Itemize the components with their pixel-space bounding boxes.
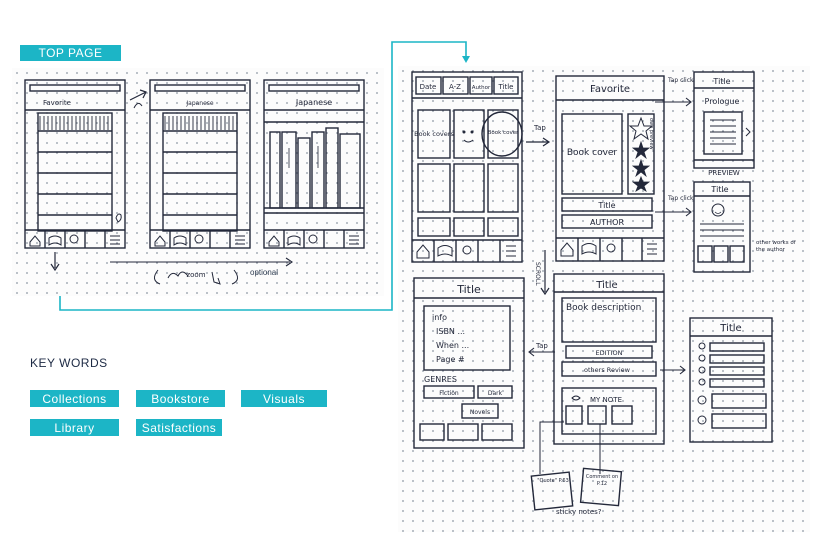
genre-dark: Dark bbox=[488, 390, 503, 397]
tap-click-label-1: Tap click bbox=[667, 77, 694, 84]
tap-click-label-2: Tap click bbox=[667, 195, 694, 202]
other-works-note: other works of the author bbox=[756, 240, 796, 253]
detail-author-box: AUTHOR bbox=[590, 218, 625, 227]
optional-note: optional bbox=[250, 268, 278, 277]
zoom-gesture-label: zoom bbox=[186, 271, 205, 279]
sketch-screen-preview bbox=[693, 71, 755, 169]
sticky-notes bbox=[530, 467, 623, 511]
edition-label: EDITION bbox=[596, 349, 623, 357]
genres-label: GENRES bbox=[424, 375, 457, 384]
sketch-screen-list bbox=[689, 317, 773, 443]
top-page-label: TOP PAGE bbox=[20, 45, 121, 61]
my-note-label: MY NOTE bbox=[590, 396, 622, 404]
tab-a-z: A-Z bbox=[449, 83, 461, 91]
detail-title-box: Title bbox=[597, 201, 615, 210]
tap-label-2: Tap bbox=[535, 342, 548, 350]
tab-date: Date bbox=[420, 83, 437, 91]
sketch-screen-book-grid bbox=[411, 71, 523, 263]
info-line-4: Page # bbox=[436, 355, 465, 364]
list-screen-title: Title bbox=[719, 323, 741, 334]
genre-fiction: Fiction bbox=[439, 390, 459, 397]
sketch-screen-japanese-list bbox=[149, 79, 251, 249]
info-line-3: When ... bbox=[436, 341, 469, 350]
key-words-heading: KEY WORDS bbox=[30, 356, 108, 370]
preview-label: PREVIEW bbox=[708, 169, 740, 177]
sticky-note-comment: Comment on P.12 bbox=[586, 474, 618, 487]
info-screen-title: Title bbox=[456, 283, 481, 296]
book-cover-label: Book cover bbox=[567, 148, 618, 158]
screen1-label: Favorite bbox=[43, 99, 71, 107]
tab-title: Title bbox=[497, 83, 513, 91]
genre-novels: Novels bbox=[470, 409, 490, 416]
right-sketch-paper bbox=[398, 66, 810, 532]
keyword-satisfactions: Satisfactions bbox=[136, 419, 222, 436]
favorite-title: Favorite bbox=[590, 84, 630, 95]
sketch-screen-favorite-detail bbox=[555, 75, 665, 262]
keyword-bookstore: Bookstore bbox=[136, 390, 225, 407]
tab-author: Author bbox=[472, 85, 491, 91]
sticky-note-quote: "Quote" P.63 bbox=[537, 478, 569, 484]
screen3-label: Japanese bbox=[295, 98, 332, 107]
prologue-label: Prologue bbox=[705, 97, 740, 106]
sketch-screen-author bbox=[693, 181, 751, 273]
screen2-label: Japanese bbox=[185, 100, 214, 107]
description-screen-title: Title bbox=[595, 280, 617, 291]
info-line-2: ISBN ... bbox=[436, 327, 465, 336]
sketch-screen-favorite bbox=[24, 79, 126, 249]
sketch-screen-japanese-zoomed bbox=[263, 79, 365, 249]
keyword-visuals: Visuals bbox=[241, 390, 327, 407]
others-review-label: others Review bbox=[584, 366, 631, 374]
scroll-label: SCROLL bbox=[534, 262, 541, 286]
info-line-1: info bbox=[432, 313, 447, 322]
tap-label-1: Tap bbox=[533, 124, 546, 132]
author-screen-title: Title bbox=[710, 185, 728, 194]
book-cover-tap-label: Book cover bbox=[488, 130, 519, 136]
sketch-screen-info bbox=[413, 277, 525, 449]
sketch-screen-description bbox=[553, 273, 665, 445]
preview-title: Title bbox=[712, 77, 730, 86]
own-preview-label: own preview bbox=[648, 118, 654, 150]
sticky-notes-question: sticky notes? bbox=[556, 508, 602, 516]
book-description-label: Book description bbox=[566, 303, 641, 313]
book-covers-label: Book covers bbox=[414, 130, 454, 138]
keyword-collections: Collections bbox=[30, 390, 119, 407]
keyword-library: Library bbox=[30, 419, 119, 436]
left-sketch-paper bbox=[12, 68, 384, 296]
